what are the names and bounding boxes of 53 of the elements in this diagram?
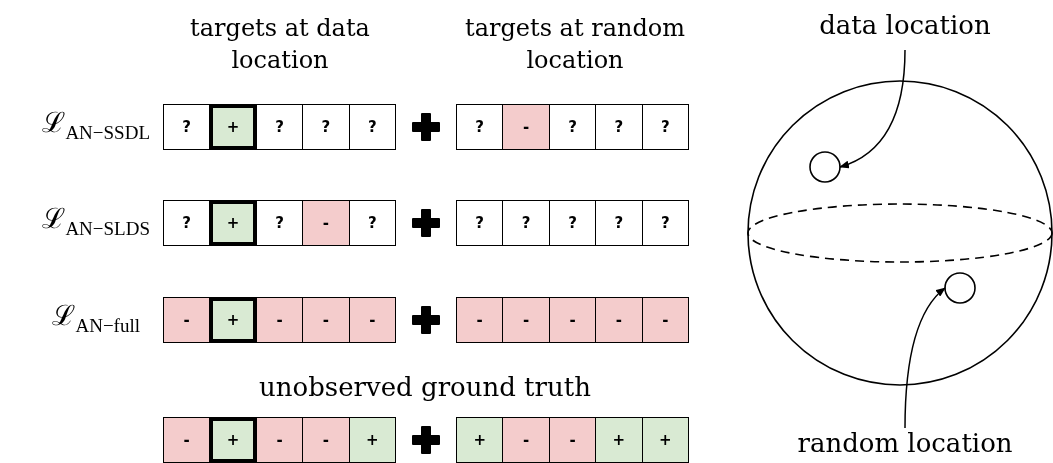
target-cell: -	[255, 417, 304, 463]
target-cell: -	[348, 297, 396, 343]
loss-label: ℒ$_{AN−SSDL}$	[41, 106, 150, 145]
callout-text: random location	[795, 428, 1015, 458]
column-heading: targets at random location	[464, 13, 686, 76]
target-cell: ?	[548, 104, 597, 150]
target-cell: +	[456, 417, 504, 463]
column-heading: targets at data location	[189, 13, 371, 76]
callout-text: data location	[815, 10, 995, 40]
target-cell: +	[641, 417, 689, 463]
callout-arrow	[839, 49, 906, 168]
target-cell: +	[348, 417, 396, 463]
target-cell: ?	[456, 200, 504, 246]
sphere-drawing	[746, 79, 1053, 387]
target-cell: -	[302, 417, 350, 463]
target-cell: -	[163, 297, 211, 343]
loss-label: ℒ$_{AN−full}$	[51, 299, 140, 338]
target-cell: -	[548, 297, 597, 343]
target-cell: ?	[548, 200, 597, 246]
target-cell: -	[595, 297, 643, 343]
target-cell: ?	[595, 200, 643, 246]
target-cell: +	[209, 104, 257, 150]
target-cell: ?	[348, 104, 396, 150]
target-cell: +	[209, 297, 257, 343]
location-circle	[944, 272, 976, 304]
target-cell: ?	[348, 200, 396, 246]
target-cell: -	[502, 104, 550, 150]
callout-arrow	[904, 287, 946, 429]
target-cell: -	[502, 297, 550, 343]
target-cell: +	[209, 417, 257, 463]
target-cell: ?	[255, 104, 304, 150]
target-cell: -	[163, 417, 211, 463]
target-cell: +	[595, 417, 643, 463]
target-cell: -	[456, 297, 504, 343]
target-cell: -	[255, 297, 304, 343]
target-cell: ?	[641, 200, 689, 246]
target-cell: ?	[456, 104, 504, 150]
target-cell: -	[641, 297, 689, 343]
target-cell: ?	[163, 104, 211, 150]
row-heading: unobserved ground truth	[258, 371, 592, 404]
target-cell: ?	[595, 104, 643, 150]
target-cell: +	[209, 200, 257, 246]
target-cell: ?	[502, 200, 550, 246]
target-cell: -	[502, 417, 550, 463]
loss-label: ℒ$_{AN−SLDS}$	[41, 202, 150, 241]
target-cell: ?	[641, 104, 689, 150]
location-circle	[809, 151, 841, 183]
target-cell: ?	[255, 200, 304, 246]
target-cell: ?	[302, 104, 350, 150]
target-cell: -	[302, 200, 350, 246]
target-cell: -	[548, 417, 597, 463]
target-cell: -	[302, 297, 350, 343]
target-cell: ?	[163, 200, 211, 246]
